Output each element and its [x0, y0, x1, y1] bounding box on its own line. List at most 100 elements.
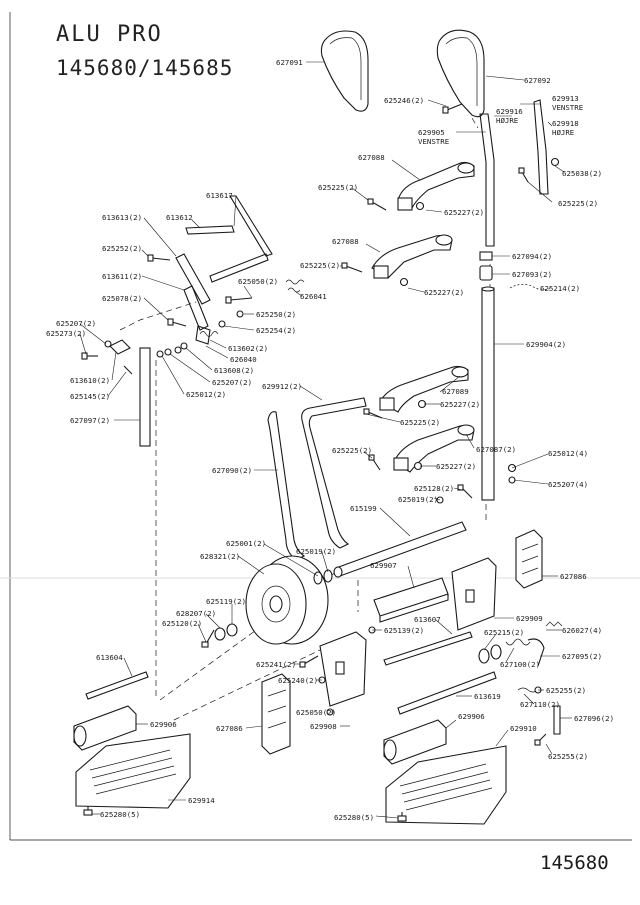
- frame-627090: [267, 411, 306, 561]
- screw-625120: [201, 629, 215, 648]
- label-627087: 627087(2): [476, 445, 516, 454]
- label-626041: 626041: [300, 292, 327, 301]
- nut-625227-b: [399, 277, 409, 287]
- label-625227-c: 625227(2): [440, 400, 480, 409]
- bushing-627094: [479, 251, 493, 261]
- label-625050-lower: 625050(2): [296, 708, 336, 717]
- label-626040: 626040: [230, 355, 257, 364]
- label-625252: 625252(2): [102, 244, 142, 253]
- label-629914: 629914: [188, 796, 215, 805]
- label-625038: 625038(2): [562, 169, 602, 178]
- screw-625128: [457, 484, 473, 499]
- screw-625280-right: [397, 812, 407, 822]
- washers-613608: [174, 342, 188, 354]
- screw-625280-left: [83, 806, 93, 816]
- arm-627088-lower: [371, 234, 453, 279]
- screw-625050-upper: [225, 296, 253, 304]
- link-613611: [183, 285, 209, 331]
- label-629905-side: VENSTRE: [418, 137, 449, 146]
- clip-627095: [527, 638, 545, 667]
- washer-625254: [218, 320, 226, 328]
- washer-625001: [313, 571, 323, 585]
- screw-625078: [167, 318, 187, 327]
- label-625280-left: 625280(5): [100, 810, 140, 819]
- label-625225-e: 625225(2): [332, 446, 372, 455]
- label-625246: 625246(2): [384, 96, 424, 105]
- part-labels: 627091 627092 625246(2) 629913 VENSTRE 6…: [46, 58, 614, 822]
- washer-625250: [236, 310, 244, 318]
- label-613610: 613610(2): [70, 376, 110, 385]
- label-625207-left: 625207(2): [212, 378, 252, 387]
- label-613602: 613602(2): [228, 344, 268, 353]
- label-629904: 629904(2): [526, 340, 566, 349]
- label-625254: 625254(2): [256, 326, 296, 335]
- label-625145: 625145(2): [70, 392, 110, 401]
- label-625227-a: 625227(2): [444, 208, 484, 217]
- label-625225-b: 625225(2): [558, 199, 598, 208]
- wheel-628321: [245, 555, 329, 645]
- label-628207: 628207(2): [176, 609, 216, 618]
- axle-615199: [333, 521, 467, 578]
- link-613613: [175, 253, 211, 305]
- label-627097: 627097(2): [70, 416, 110, 425]
- label-627088-lower: 627088: [332, 237, 359, 246]
- nut-625207-left: [164, 348, 172, 356]
- label-625273: 625273(2): [46, 329, 86, 338]
- label-625280-right: 625280(5): [334, 813, 374, 822]
- arm-627089: [379, 365, 469, 413]
- label-629913-side: VENSTRE: [552, 103, 583, 112]
- label-625227-b: 625227(2): [424, 288, 464, 297]
- label-629912: 629912(2): [262, 382, 302, 391]
- label-613619: 613619: [474, 692, 501, 701]
- pin-625145: [123, 365, 133, 375]
- washer-625119: [226, 623, 238, 637]
- clip-625207-far: [104, 340, 112, 348]
- screw-625225-d: [363, 408, 383, 419]
- label-613613: 613613(2): [102, 213, 142, 222]
- label-625241: 625241(2): [256, 660, 296, 669]
- label-625128: 625128(2): [414, 484, 454, 493]
- frame-629912: [301, 397, 367, 549]
- label-625019-lower: 625019(2): [296, 547, 336, 556]
- label-629907: 629907: [370, 561, 397, 570]
- arm-627088-upper: [397, 161, 475, 211]
- spring-627100: [505, 638, 531, 646]
- screw-625252: [147, 254, 171, 262]
- label-625050-upper: 625050(2): [238, 277, 278, 286]
- guard-627086-right: [515, 529, 543, 589]
- label-625227-d: 625227(2): [436, 462, 476, 471]
- rod-613619: [397, 671, 497, 715]
- washers-625215: [478, 644, 502, 664]
- label-625012-left: 625012(2): [186, 390, 226, 399]
- handle-assembly-dashline: [471, 117, 479, 129]
- label-625207-far: 625207(2): [56, 319, 96, 328]
- left-assembly-dashline: [119, 301, 197, 331]
- label-613611: 613611(2): [102, 272, 142, 281]
- label-625215: 625215(2): [484, 628, 524, 637]
- footplate-629910: [385, 745, 507, 825]
- toeplate-holder-629906-left: [73, 705, 137, 751]
- screw-625225-c: [341, 262, 363, 273]
- label-627100: 627100(2): [500, 660, 540, 669]
- label-627089: 627089: [442, 387, 469, 396]
- label-625225-c: 625225(2): [300, 261, 340, 270]
- rod-613607: [383, 631, 473, 666]
- label-625250: 625250(2): [256, 310, 296, 319]
- rod-613617: [229, 195, 273, 257]
- label-625019-upper: 625019(2): [398, 495, 438, 504]
- label-627088-upper: 627088: [358, 153, 385, 162]
- label-625078: 625078(2): [102, 294, 142, 303]
- label-613604: 613604: [96, 653, 123, 662]
- bracket-629908: [319, 631, 367, 707]
- label-625255-a: 625255(2): [546, 686, 586, 695]
- rod-627096: [553, 705, 561, 735]
- label-629918-side: HØJRE: [552, 128, 574, 137]
- strut-627097: [139, 347, 151, 447]
- leader-lines: [79, 61, 572, 819]
- label-615199: 615199: [350, 504, 377, 513]
- bracket-613602: [195, 325, 211, 345]
- label-627094: 627094(2): [512, 252, 552, 261]
- tube-629904: [481, 286, 495, 501]
- footbar-629907: [373, 577, 449, 623]
